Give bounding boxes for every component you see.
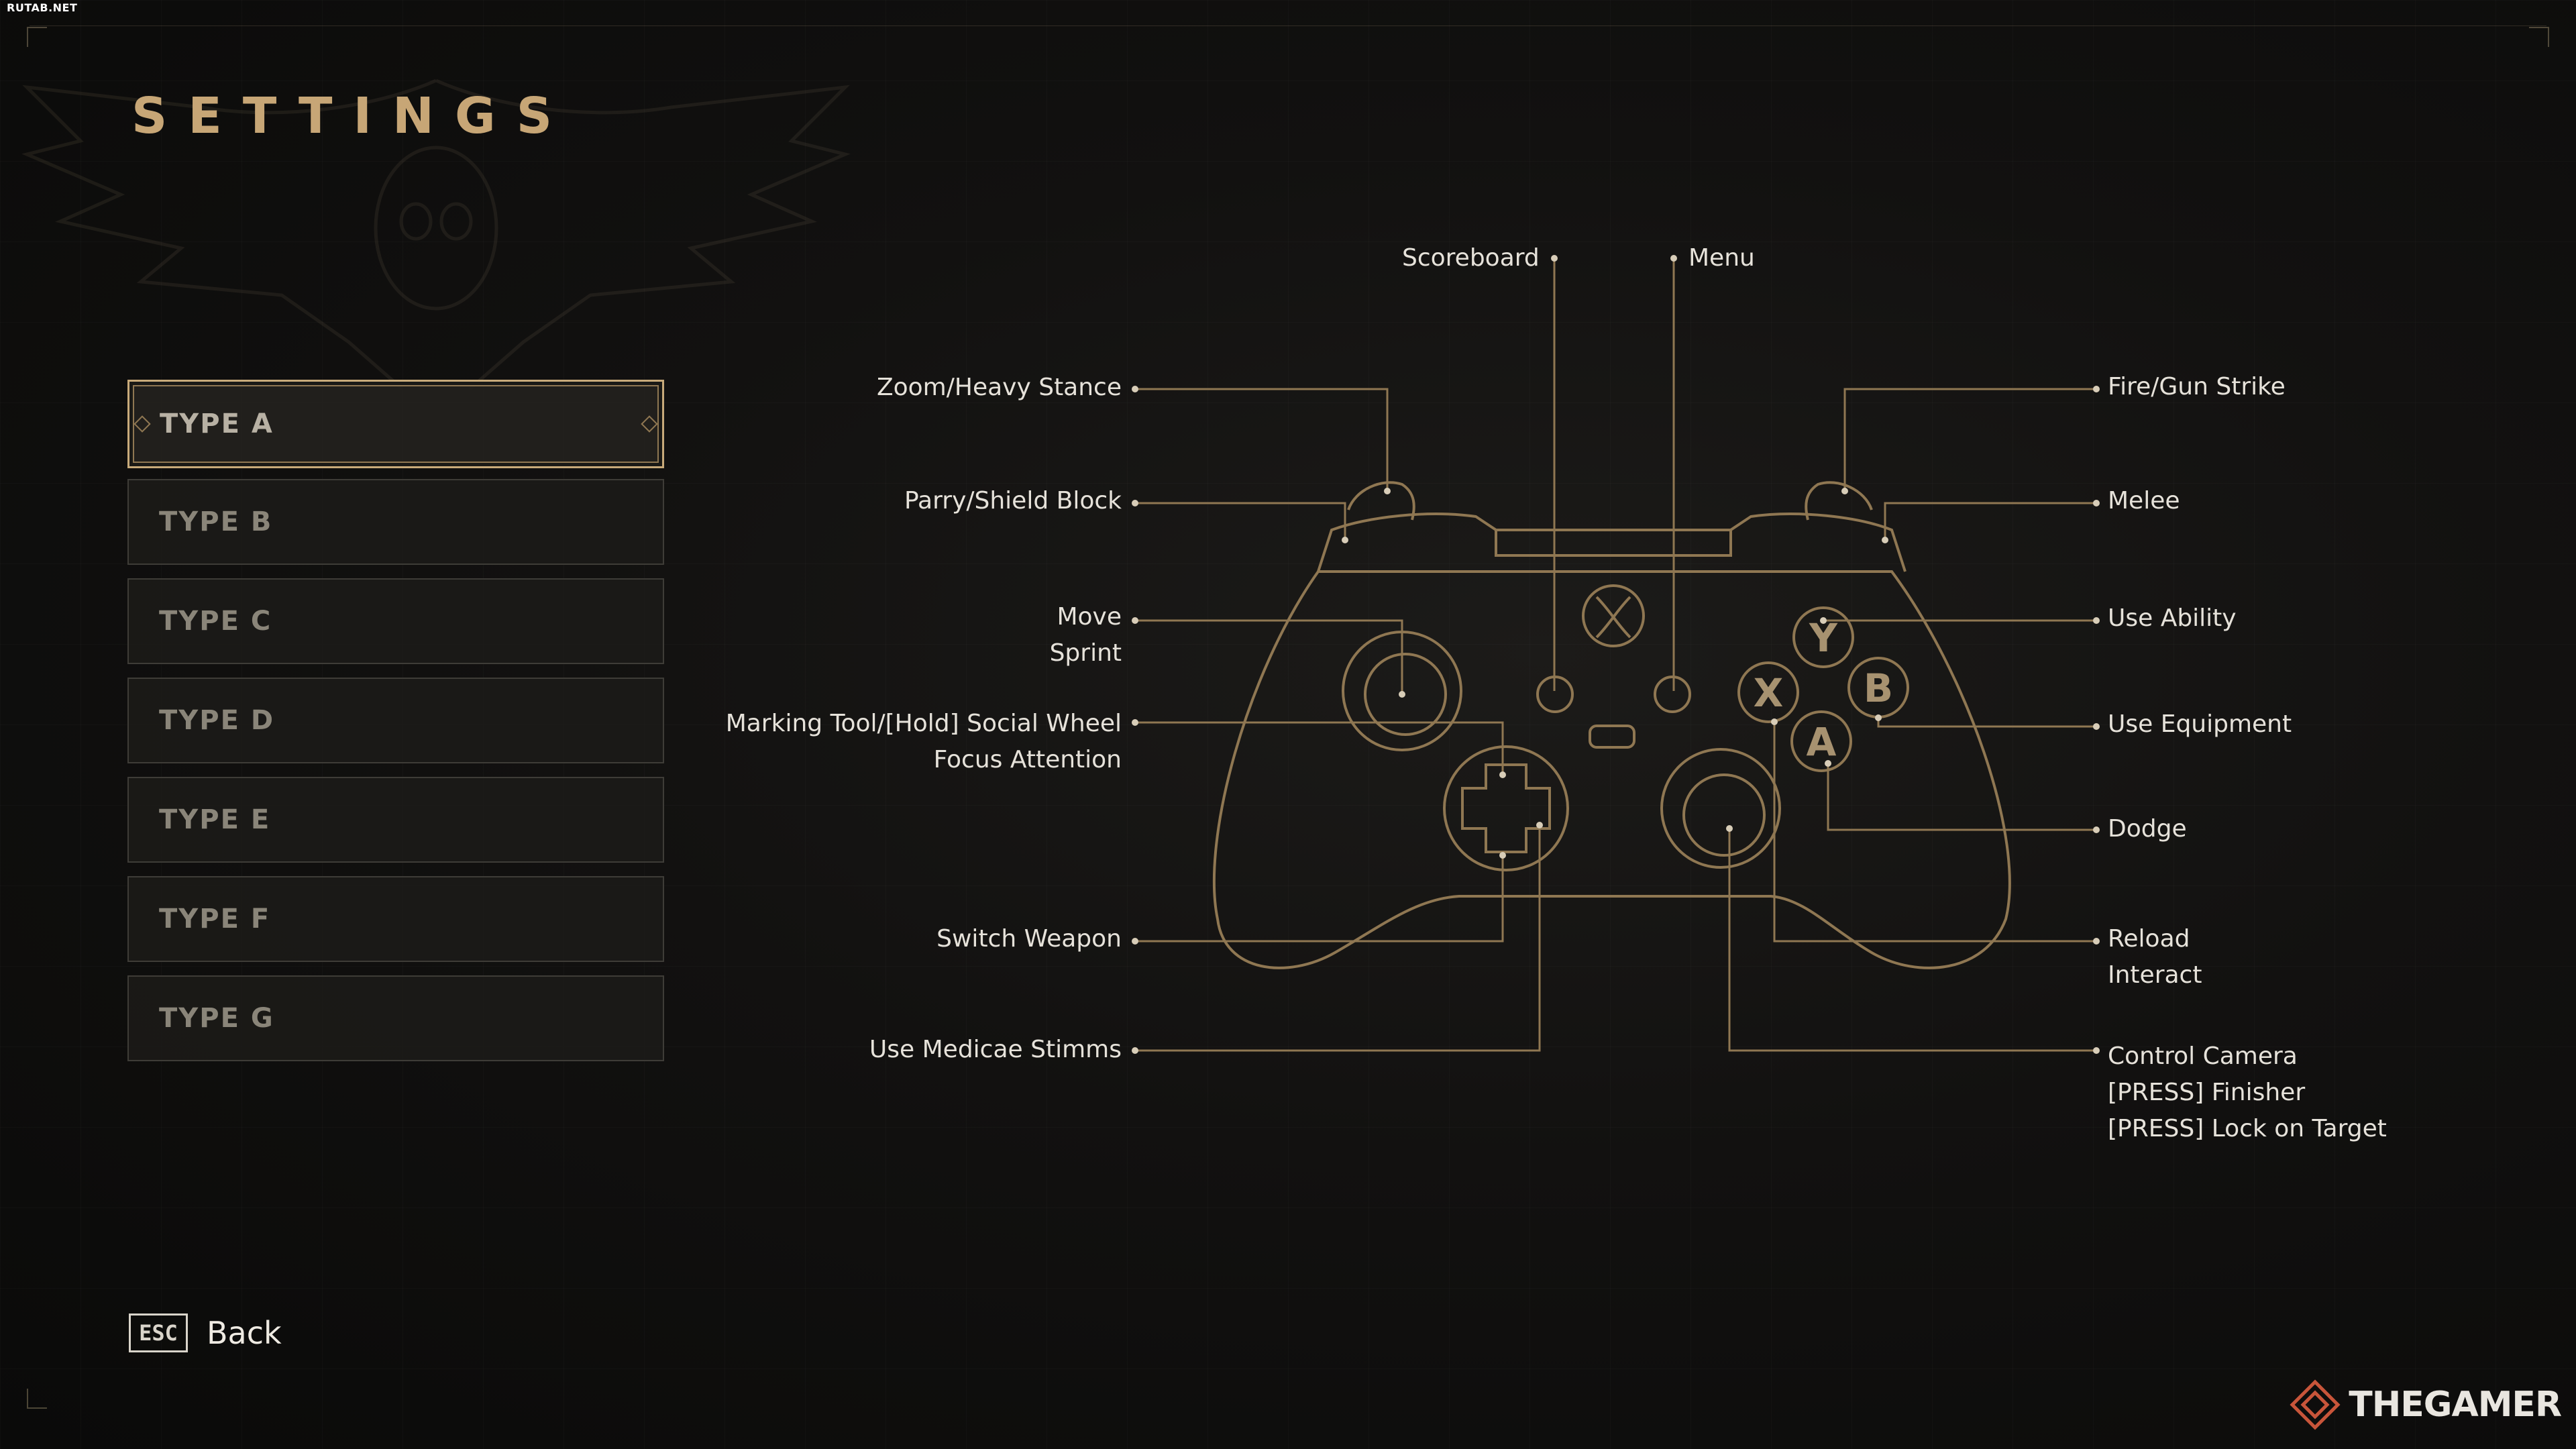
control-type-label: TYPE D xyxy=(159,705,275,736)
bumper-right xyxy=(1729,513,1907,572)
binding-use-ability: Use Ability xyxy=(2108,604,2237,632)
control-type-g[interactable]: TYPE G xyxy=(127,975,664,1061)
binding-scoreboard: Scoreboard xyxy=(1402,244,1540,272)
thegamer-logo-icon xyxy=(2290,1379,2341,1430)
control-type-label: TYPE C xyxy=(159,606,272,637)
binding-zoom: Zoom/Heavy Stance xyxy=(876,374,1122,401)
brand-name: THEGAMER xyxy=(2349,1385,2562,1425)
button-a-ring xyxy=(1790,710,1852,772)
trigger-left xyxy=(1347,481,1415,521)
frame-line xyxy=(30,25,2546,26)
binding-move: Move xyxy=(1057,603,1122,631)
button-x-ring xyxy=(1737,661,1799,723)
control-type-a[interactable]: TYPE A xyxy=(127,380,664,468)
control-type-label: TYPE E xyxy=(159,804,271,835)
button-x-label: X xyxy=(1754,670,1784,716)
share-button xyxy=(1589,724,1635,749)
binding-parry: Parry/Shield Block xyxy=(904,487,1122,515)
binding-sprint: Sprint xyxy=(1049,639,1122,667)
back-hint[interactable]: ESC Back xyxy=(129,1313,282,1352)
trigger-right xyxy=(1805,481,1873,521)
button-b-label: B xyxy=(1864,665,1893,711)
binding-medicae: Use Medicae Stimms xyxy=(869,1036,1122,1063)
button-y-label: Y xyxy=(1809,615,1838,661)
binding-menu: Menu xyxy=(1688,244,1755,272)
binding-fire: Fire/Gun Strike xyxy=(2108,373,2286,400)
frame-corner xyxy=(2529,27,2549,47)
control-type-f[interactable]: TYPE F xyxy=(127,876,664,962)
control-type-e[interactable]: TYPE E xyxy=(127,777,664,863)
page-title: SETTINGS xyxy=(131,87,573,145)
right-stick xyxy=(1660,748,1781,869)
binding-dodge: Dodge xyxy=(2108,815,2187,843)
binding-press-finisher: [PRESS] Finisher xyxy=(2108,1079,2306,1106)
binding-melee: Melee xyxy=(2108,487,2180,515)
binding-press-lock: [PRESS] Lock on Target xyxy=(2108,1115,2387,1142)
binding-interact: Interact xyxy=(2108,961,2202,989)
binding-use-equipment: Use Equipment xyxy=(2108,710,2292,738)
control-type-c[interactable]: TYPE C xyxy=(127,578,664,664)
xbox-logo-icon xyxy=(1582,584,1645,647)
back-label: Back xyxy=(207,1315,282,1351)
control-type-label: TYPE F xyxy=(159,904,271,934)
binding-marking-tool: Marking Tool/[Hold] Social Wheel xyxy=(725,710,1122,737)
brand-watermark: THEGAMER xyxy=(2288,1378,2562,1432)
menu-button xyxy=(1654,676,1691,713)
esc-key-icon: ESC xyxy=(129,1313,188,1352)
control-type-label: TYPE G xyxy=(159,1003,274,1034)
button-a-label: A xyxy=(1807,719,1837,765)
control-type-b[interactable]: TYPE B xyxy=(127,479,664,565)
bumper-left xyxy=(1317,513,1497,572)
binding-reload: Reload xyxy=(2108,925,2190,953)
control-type-d[interactable]: TYPE D xyxy=(127,678,664,763)
frame-corner xyxy=(27,27,47,47)
control-type-label: TYPE B xyxy=(159,506,273,537)
control-type-list: TYPE A TYPE B TYPE C TYPE D TYPE E TYPE … xyxy=(127,380,664,1075)
button-y-ring xyxy=(1792,606,1854,668)
binding-switch-weapon: Switch Weapon xyxy=(936,925,1122,953)
site-watermark: RUTAB.NET xyxy=(7,1,78,14)
aquila-emblem-icon xyxy=(21,78,851,390)
binding-focus-attention: Focus Attention xyxy=(933,746,1122,773)
frame-corner xyxy=(27,1389,47,1409)
control-type-label: TYPE A xyxy=(160,409,274,439)
dpad xyxy=(1443,745,1569,871)
controller-body xyxy=(1212,570,2011,969)
binding-control-camera: Control Camera xyxy=(2108,1042,2298,1070)
